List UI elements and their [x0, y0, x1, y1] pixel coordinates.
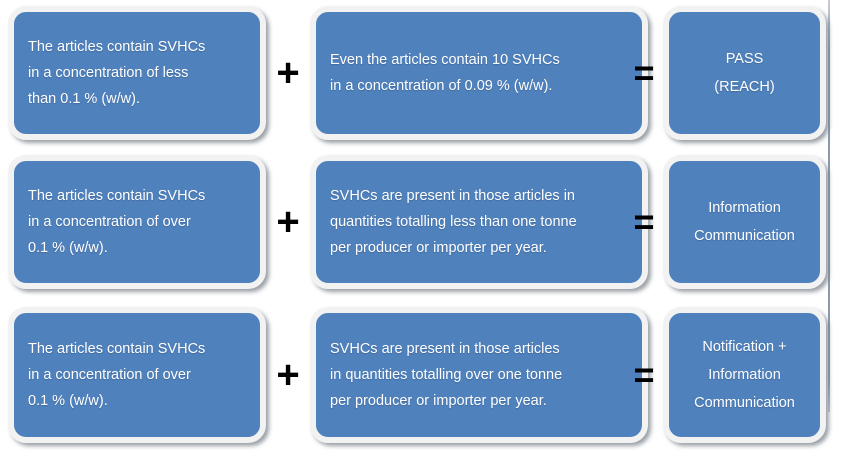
condition-b-line: SVHCs are present in those articles [330, 341, 560, 357]
result-line: Information [708, 200, 781, 216]
diagram-row-2: The articles contain SVHCs in a concentr… [0, 155, 843, 289]
result-line: (REACH) [714, 79, 775, 95]
plus-operator-icon: + [276, 353, 300, 397]
result-line: Communication [694, 395, 795, 411]
result-box-row-2[interactable]: Information Communication [663, 155, 826, 289]
condition-b-line: per producer or importer per year. [330, 393, 547, 409]
result-line: Notification + [702, 339, 787, 355]
right-edge-rule [828, 0, 830, 412]
condition-b-line: quantities totalling less than one tonne [330, 214, 577, 230]
condition-a-box-row-3[interactable]: The articles contain SVHCs in a concentr… [8, 307, 266, 443]
plus-operator-icon: + [276, 200, 300, 244]
condition-a-box-row-1[interactable]: The articles contain SVHCs in a concentr… [8, 6, 266, 140]
condition-b-line: per producer or importer per year. [330, 240, 547, 256]
result-line: Information [708, 367, 781, 383]
equals-operator-icon: = [633, 52, 655, 93]
diagram-row-1: The articles contain SVHCs in a concentr… [0, 6, 843, 140]
condition-a-line: The articles contain SVHCs [28, 341, 206, 357]
condition-a-line: 0.1 % (w/w). [28, 393, 108, 409]
condition-a-line: The articles contain SVHCs [28, 39, 206, 55]
condition-a-line: 0.1 % (w/w). [28, 240, 108, 256]
condition-b-line: in quantities totalling over one tonne [330, 367, 563, 383]
condition-a-line: The articles contain SVHCs [28, 188, 206, 204]
equals-operator-icon: = [633, 354, 655, 395]
condition-a-line: in a concentration of over [28, 367, 191, 383]
equals-operator-icon: = [633, 201, 655, 242]
condition-b-line: in a concentration of 0.09 % (w/w). [330, 78, 553, 94]
plus-operator-icon: + [276, 51, 300, 95]
result-box-row-3[interactable]: Notification + Information Communication [663, 307, 826, 443]
condition-a-box-row-2[interactable]: The articles contain SVHCs in a concentr… [8, 155, 266, 289]
condition-b-line: SVHCs are present in those articles in [330, 188, 575, 204]
condition-b-line: Even the articles contain 10 SVHCs [330, 52, 560, 68]
condition-a-line: in a concentration of over [28, 214, 191, 230]
condition-a-line: than 0.1 % (w/w). [28, 91, 141, 107]
condition-a-line: in a concentration of less [28, 65, 189, 81]
diagram-row-3: The articles contain SVHCs in a concentr… [0, 307, 843, 443]
result-box-row-1[interactable]: PASS (REACH) [663, 6, 826, 140]
result-line: Communication [694, 228, 795, 244]
condition-b-box-row-3[interactable]: SVHCs are present in those articles in q… [310, 307, 648, 443]
result-line: PASS [725, 51, 764, 67]
condition-b-box-row-1[interactable]: Even the articles contain 10 SVHCs in a … [310, 6, 648, 140]
condition-b-box-row-2[interactable]: SVHCs are present in those articles in q… [310, 155, 648, 289]
